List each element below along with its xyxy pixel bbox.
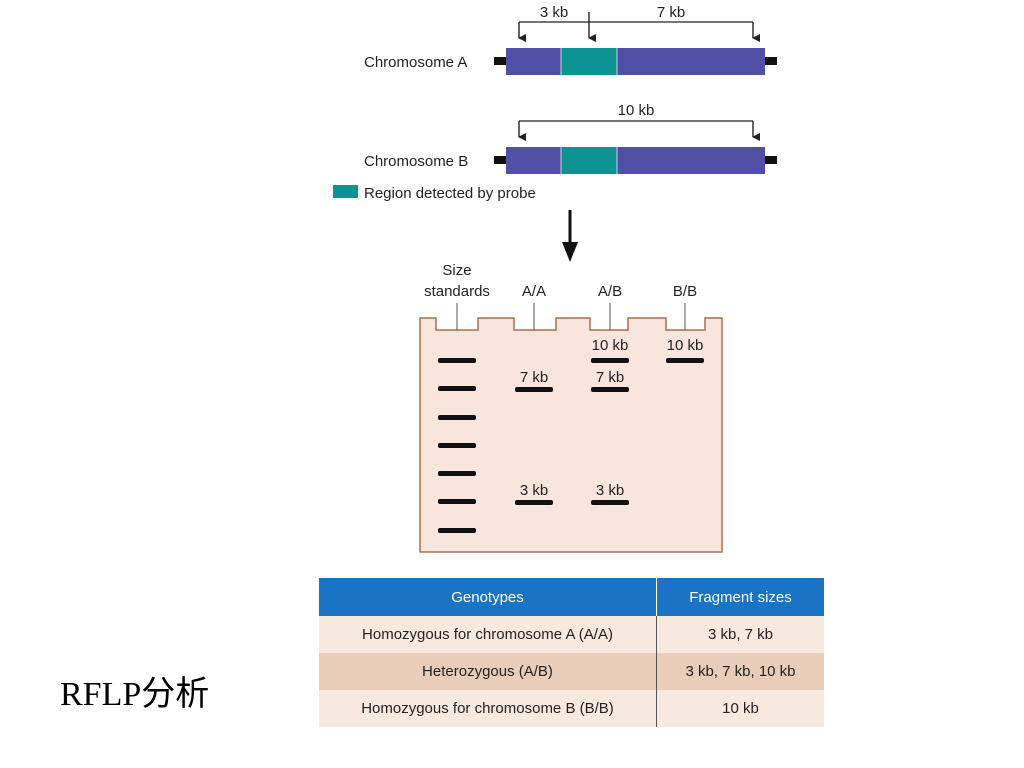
chromosome-a-bar xyxy=(506,48,765,75)
genotype-cell: Homozygous for chromosome A (A/A) xyxy=(319,616,657,653)
gel-band xyxy=(666,358,704,363)
band-label-10kb: 10 kb xyxy=(592,337,629,354)
chromosome-a-right-end xyxy=(765,57,777,65)
chromosome-b-left-end xyxy=(494,156,506,164)
fragment-size-cell: 3 kb, 7 kb, 10 kb xyxy=(656,653,824,690)
lane-label-ab: A/B xyxy=(598,283,622,300)
chromosome-b-right-end xyxy=(765,156,777,164)
lane-label-bb: B/B xyxy=(673,283,697,300)
chromosome-a-probe-region xyxy=(561,48,617,75)
slide-caption: RFLP分析 xyxy=(60,676,210,713)
chromosome-a: Chromosome A 3 kb 7 kb xyxy=(364,4,777,75)
fragment-size-cell: 10 kb xyxy=(656,690,824,727)
fragment-size-cell: 3 kb, 7 kb xyxy=(656,616,824,653)
gel-band xyxy=(438,528,476,533)
lane-aa: 7 kb 3 kb xyxy=(515,369,553,505)
genotype-table: Genotypes Fragment sizes Homozygous for … xyxy=(319,578,824,727)
gel-band xyxy=(591,387,629,392)
column-header-genotypes: Genotypes xyxy=(319,578,657,616)
band-label-10kb: 10 kb xyxy=(667,337,704,354)
probe-legend-label: Region detected by probe xyxy=(364,185,536,202)
legend: Region detected by probe xyxy=(333,185,536,202)
lane-label-size-standards-line1: Size xyxy=(442,262,471,279)
band-label-7kb: 7 kb xyxy=(520,369,548,386)
process-arrow xyxy=(562,210,578,262)
fragment-7kb-label: 7 kb xyxy=(657,4,685,21)
table-row: Homozygous for chromosome B (B/B) 10 kb xyxy=(319,690,824,727)
gel-band xyxy=(438,499,476,504)
genotype-cell: Homozygous for chromosome B (B/B) xyxy=(319,690,657,727)
band-label-3kb: 3 kb xyxy=(520,482,548,499)
gel-body xyxy=(419,317,723,553)
size-standard-lane xyxy=(438,358,476,533)
gel: Size standards A/A A/B B/B 7 kb 3 kb 10 xyxy=(419,262,723,553)
probe-legend-swatch xyxy=(333,185,358,198)
gel-band xyxy=(438,386,476,391)
chromosome-b-label: Chromosome B xyxy=(364,153,468,170)
table-row: Heterozygous (A/B) 3 kb, 7 kb, 10 kb xyxy=(319,653,824,690)
lane-bb: 10 kb xyxy=(666,337,704,363)
genotype-cell: Heterozygous (A/B) xyxy=(319,653,657,690)
lane-label-size-standards-line2: standards xyxy=(424,283,490,300)
lane-ab: 10 kb 7 kb 3 kb xyxy=(591,337,629,505)
gel-band xyxy=(438,358,476,363)
column-header-fragment-sizes: Fragment sizes xyxy=(656,578,824,616)
gel-band xyxy=(438,471,476,476)
gel-band xyxy=(515,387,553,392)
gel-band xyxy=(438,415,476,420)
fragment-3kb-label: 3 kb xyxy=(540,4,568,21)
band-label-3kb: 3 kb xyxy=(596,482,624,499)
gel-band xyxy=(438,443,476,448)
chromosome-a-label: Chromosome A xyxy=(364,54,467,71)
chromosome-b-bar xyxy=(506,147,765,174)
gel-band xyxy=(515,500,553,505)
chromosome-b-probe-region xyxy=(561,147,617,174)
table-row: Homozygous for chromosome A (A/A) 3 kb, … xyxy=(319,616,824,653)
gel-band xyxy=(591,500,629,505)
gel-band xyxy=(591,358,629,363)
band-label-7kb: 7 kb xyxy=(596,369,624,386)
fragment-10kb-label: 10 kb xyxy=(618,102,655,119)
table-header-row: Genotypes Fragment sizes xyxy=(319,578,824,616)
lane-label-aa: A/A xyxy=(522,283,546,300)
chromosome-a-left-end xyxy=(494,57,506,65)
chromosome-b: Chromosome B 10 kb xyxy=(364,102,777,174)
